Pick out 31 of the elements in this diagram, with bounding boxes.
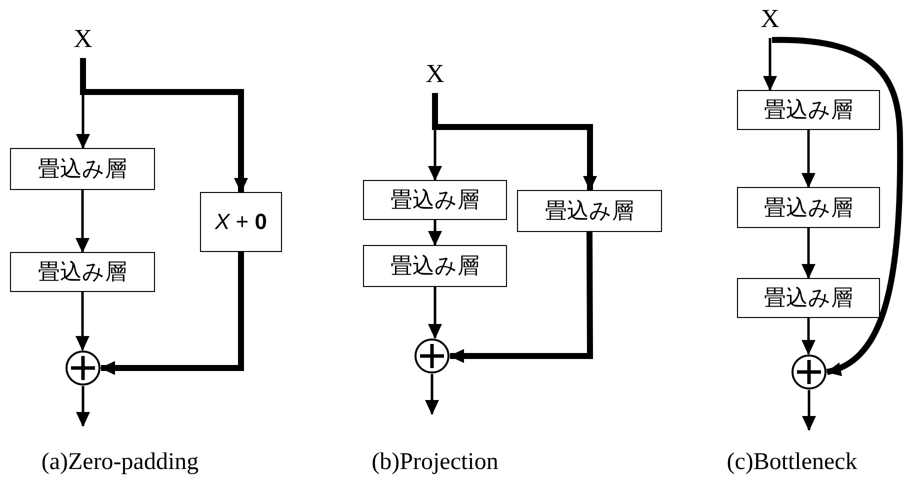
arrow [100, 252, 244, 375]
arrow [772, 37, 903, 375]
arrow [802, 318, 816, 355]
caption: (b)Projection [372, 450, 498, 474]
arrow [80, 58, 248, 193]
caption: (a)Zero-padding [41, 450, 199, 474]
arrow [76, 386, 90, 427]
layer-box: X + 0 [200, 192, 282, 252]
arrow [432, 93, 597, 191]
caption: (c)Bottleneck [726, 450, 858, 474]
layer-box: 畳込み層 [737, 278, 880, 318]
arrow [802, 390, 816, 431]
layer-box: 畳込み層 [363, 245, 507, 287]
arrow [76, 292, 90, 351]
input-label: X [426, 61, 444, 87]
arrow [802, 228, 816, 279]
input-label: X [760, 6, 780, 32]
layer-box: 畳込み層 [737, 187, 880, 228]
arrow [802, 130, 816, 188]
arrow [449, 232, 594, 363]
layer-box: 畳込み層 [10, 148, 155, 190]
arrow [425, 374, 439, 415]
arrow [763, 38, 777, 91]
arrow [428, 220, 442, 246]
layer-box: 畳込み層 [737, 90, 880, 130]
layer-box: 畳込み層 [10, 252, 155, 292]
input-label: X [74, 26, 92, 52]
layer-box: 畳込み層 [363, 180, 507, 220]
layer-box: 畳込み層 [517, 190, 662, 232]
arrow [76, 190, 90, 253]
arrow [428, 287, 442, 339]
